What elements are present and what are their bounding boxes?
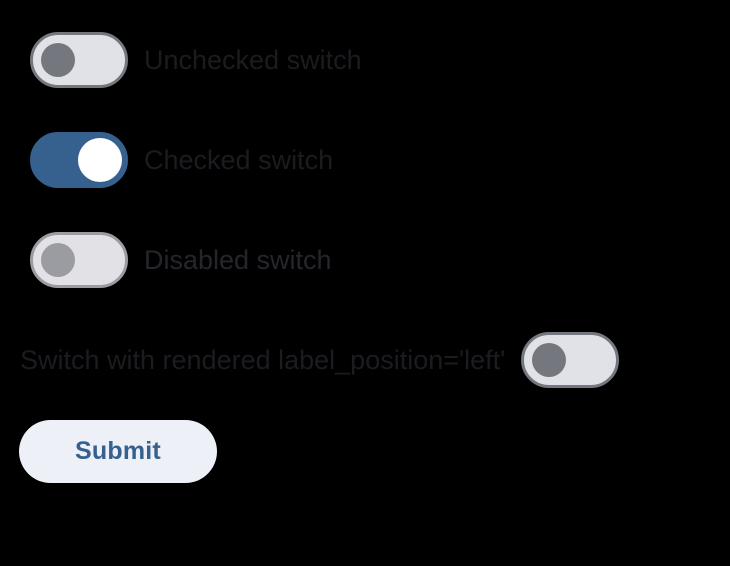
switch-knob (78, 138, 122, 182)
switch-knob (41, 243, 75, 277)
submit-button[interactable]: Submit (19, 420, 217, 483)
unchecked-switch-label: Unchecked switch (144, 44, 362, 75)
left-label-switch-label: Switch with rendered label_position='lef… (20, 344, 506, 375)
checked-switch-label: Checked switch (144, 144, 334, 175)
left-label-switch[interactable] (521, 332, 620, 388)
switch-row-checked: Checked switch (30, 132, 333, 188)
unchecked-switch[interactable] (30, 32, 128, 88)
switch-row-disabled: Disabled switch (30, 232, 332, 288)
checked-switch[interactable] (30, 132, 128, 188)
switch-knob (532, 343, 567, 377)
switch-row-unchecked: Unchecked switch (30, 32, 362, 88)
disabled-switch (30, 232, 128, 288)
disabled-switch-label: Disabled switch (144, 244, 332, 275)
switch-knob (41, 43, 75, 77)
switch-row-left-label: Switch with rendered label_position='lef… (20, 332, 620, 388)
